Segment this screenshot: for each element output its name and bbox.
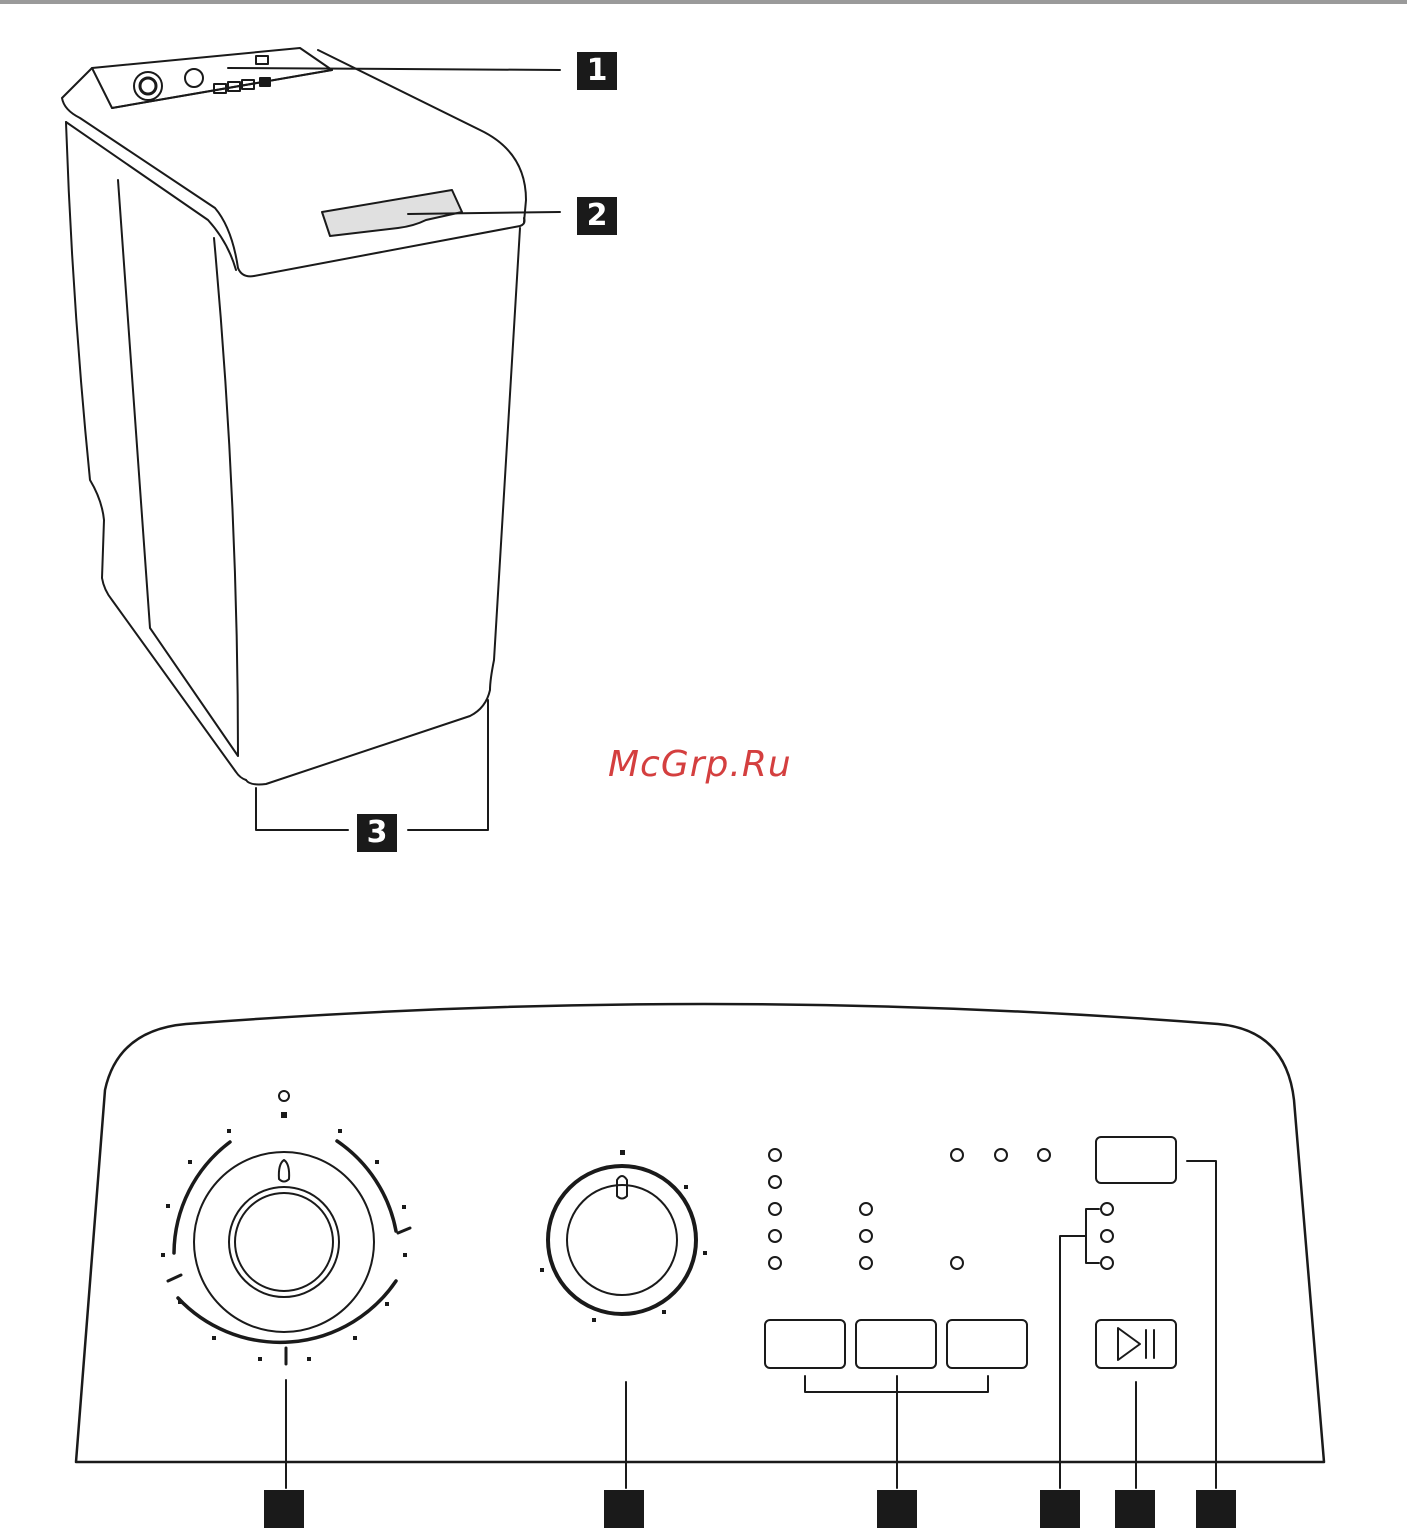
indicator-leds xyxy=(769,1149,1050,1269)
callout-phase-leds xyxy=(1040,1490,1080,1528)
leader-bracket-3 xyxy=(256,700,488,830)
callout-spin-selector xyxy=(604,1490,644,1528)
callout-1: 1 xyxy=(577,52,617,90)
spin-selector xyxy=(540,1150,707,1488)
machine-side xyxy=(66,122,246,780)
machine-front xyxy=(246,228,520,785)
callout-start-pause xyxy=(1115,1490,1155,1528)
watermark-text: McGrp.Ru xyxy=(608,744,792,785)
washing-machine xyxy=(62,48,560,830)
callout-option-buttons xyxy=(877,1490,917,1528)
display-window xyxy=(1096,1137,1176,1183)
callout-2: 2 xyxy=(577,197,617,235)
program-selector xyxy=(161,1091,410,1488)
callout-3: 3 xyxy=(357,814,397,852)
callout-display xyxy=(1196,1490,1236,1528)
control-panel-detail xyxy=(76,1004,1324,1488)
phase-leds xyxy=(1060,1203,1113,1488)
callout-program-selector xyxy=(264,1490,304,1528)
machine-control-panel xyxy=(92,48,332,108)
play-pause-icon xyxy=(1118,1328,1140,1360)
display-leader xyxy=(1187,1161,1216,1488)
